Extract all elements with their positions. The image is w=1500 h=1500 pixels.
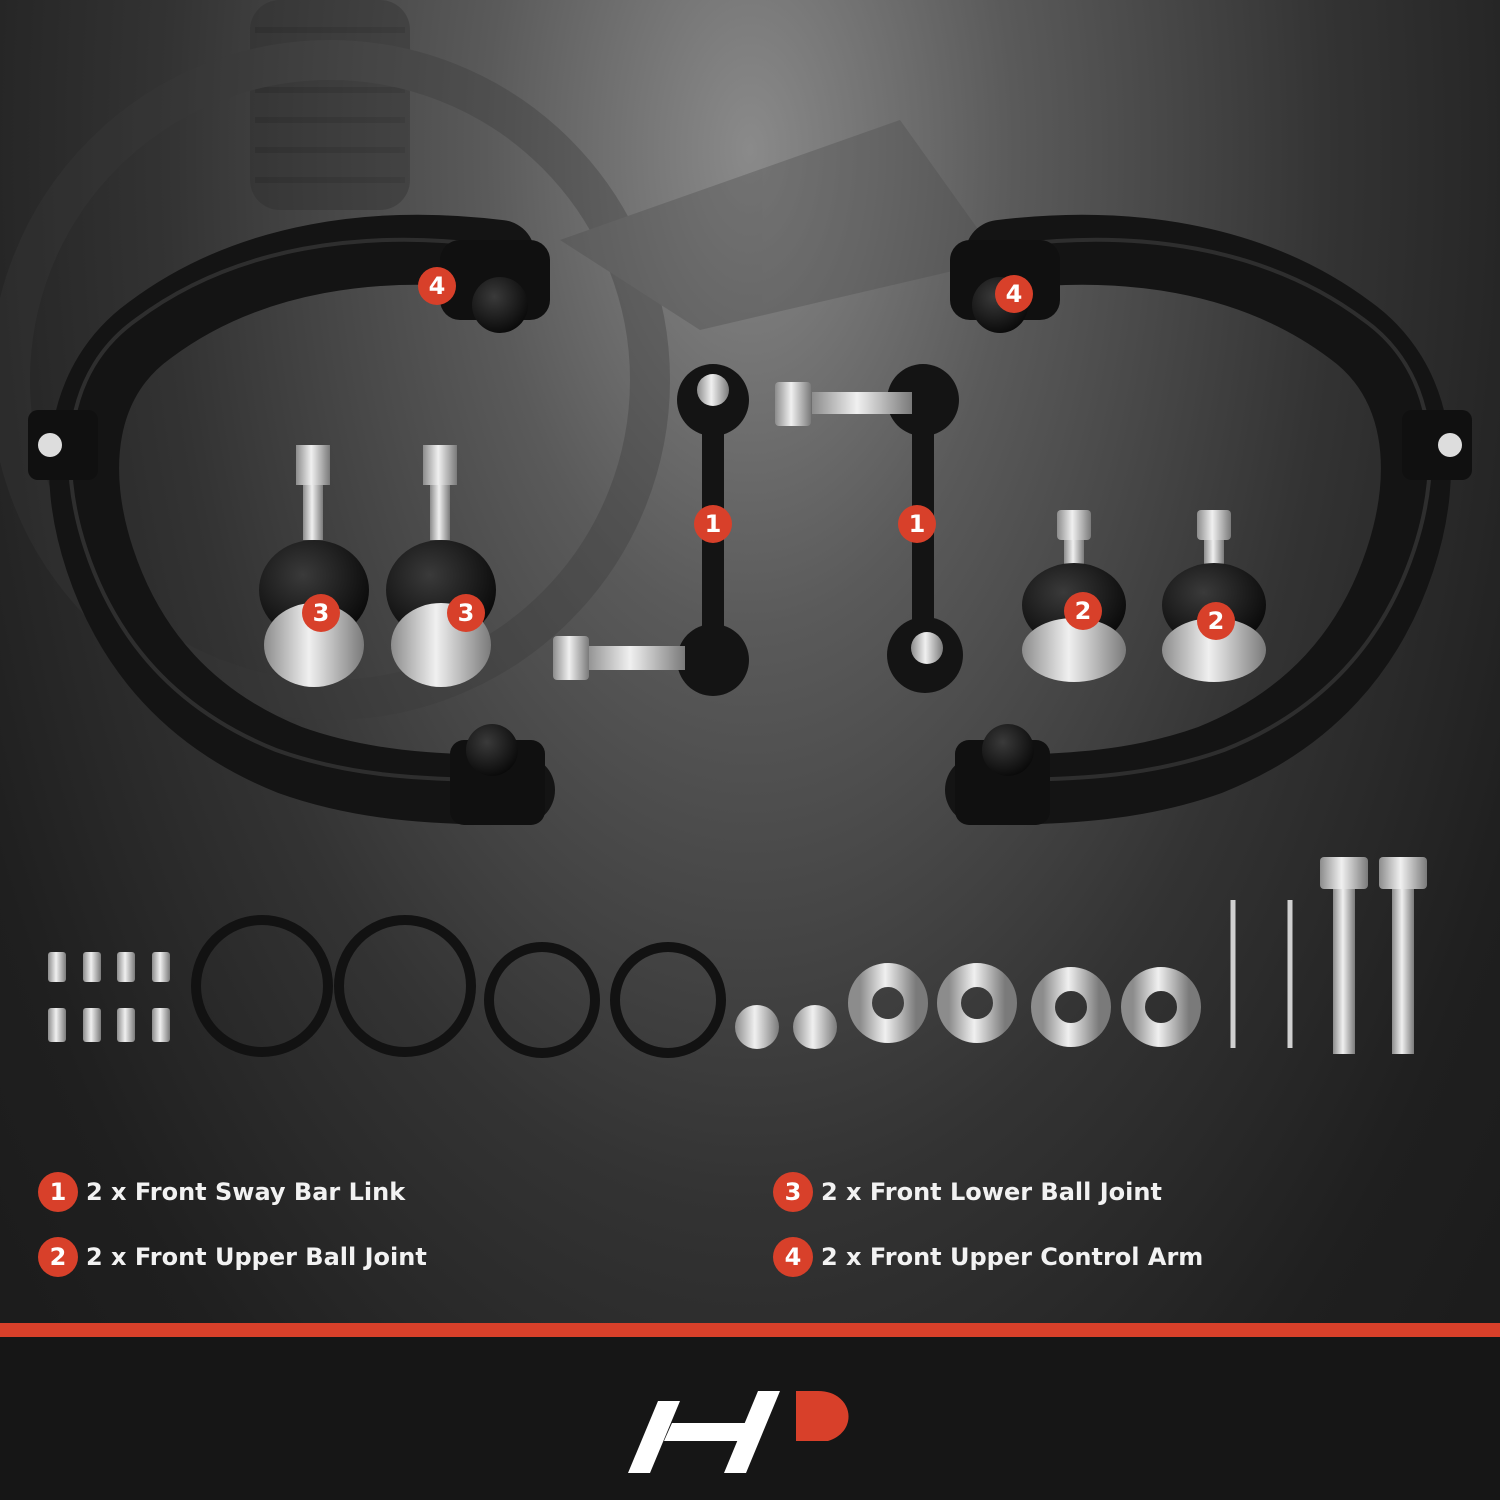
legend-number: 3 [773, 1172, 813, 1212]
sway-bar-link-left [553, 364, 749, 696]
legend-number: 2 [38, 1237, 78, 1277]
legend-item-upper-control-arm: 4 2 x Front Upper Control Arm [773, 1237, 1203, 1277]
callout-badge-sway-link-left: 1 [694, 505, 732, 543]
a-premium-logo-icon [628, 1391, 849, 1473]
upper-control-arm-left [28, 214, 555, 825]
legend-text: 2 x Front Lower Ball Joint [821, 1178, 1162, 1206]
accent-divider [0, 1323, 1500, 1337]
legend-text: 2 x Front Upper Control Arm [821, 1243, 1204, 1271]
legend-number: 4 [773, 1237, 813, 1277]
lock-nuts [735, 1005, 837, 1049]
bolts [1320, 857, 1427, 1054]
background-suspension [0, 0, 1000, 720]
brand-footer [0, 1337, 1500, 1500]
callout-badge-upper-arm-left: 4 [418, 267, 456, 305]
callout-badge-sway-link-right: 1 [898, 505, 936, 543]
lower-ball-joint-a [259, 445, 369, 687]
callout-badge-lower-joint-b: 3 [447, 594, 485, 632]
hardware-kit [48, 857, 1427, 1058]
legend-item-lower-ball-joint: 3 2 x Front Lower Ball Joint [773, 1172, 1162, 1212]
callout-badge-upper-joint-a: 2 [1064, 592, 1102, 630]
callout-badge-upper-joint-b: 2 [1197, 602, 1235, 640]
snap-rings [191, 915, 726, 1058]
legend-item-upper-ball-joint: 2 2 x Front Upper Ball Joint [38, 1237, 427, 1277]
legend-text: 2 x Front Sway Bar Link [86, 1178, 406, 1206]
upper-ball-joint-b [1162, 510, 1266, 682]
legend-number: 1 [38, 1172, 78, 1212]
cotter-pins [1230, 900, 1293, 1048]
legend-item-sway-bar-link: 1 2 x Front Sway Bar Link [38, 1172, 405, 1212]
washers [848, 963, 1201, 1047]
callout-badge-lower-joint-a: 3 [302, 594, 340, 632]
lower-ball-joint-b [386, 445, 496, 687]
grease-fittings [48, 952, 170, 1042]
legend-text: 2 x Front Upper Ball Joint [86, 1243, 427, 1271]
callout-badge-upper-arm-right: 4 [995, 275, 1033, 313]
